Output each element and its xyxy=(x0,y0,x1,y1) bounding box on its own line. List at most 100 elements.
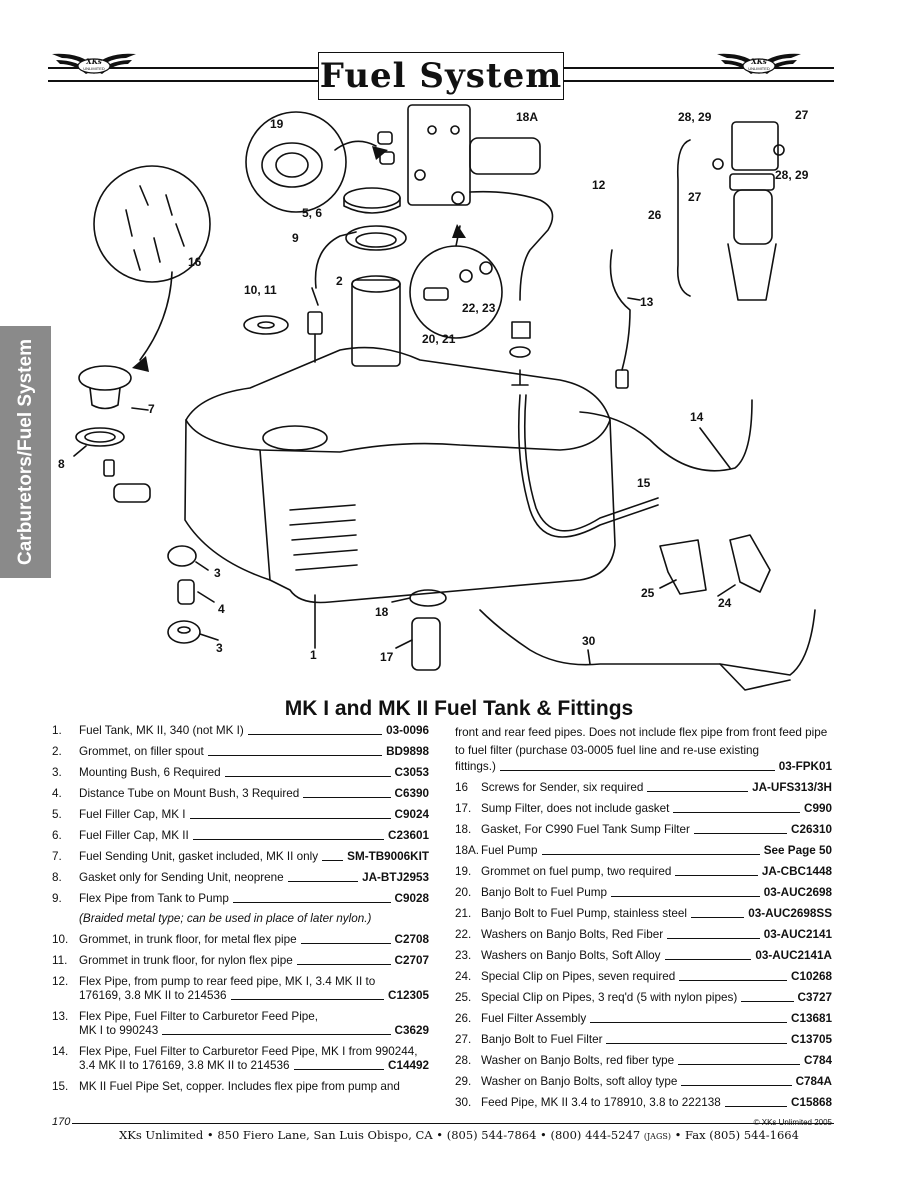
item-number: 22. xyxy=(455,928,472,941)
item-description: Washer on Banjo Bolts, red fiber type xyxy=(481,1054,675,1067)
callout-label: 25 xyxy=(641,586,655,600)
item-15-continued: front and rear feed pipes. Does not incl… xyxy=(455,724,832,774)
item-description: Fuel Sending Unit, gasket included, MK I… xyxy=(79,850,319,863)
parts-list-item: 11.Grommet in trunk floor, for nylon fle… xyxy=(52,954,429,968)
item-number: 6. xyxy=(52,829,62,842)
item-number: 19. xyxy=(455,865,472,878)
item-number: 2. xyxy=(52,745,62,758)
item-part-number: C9028 xyxy=(394,892,429,905)
item-number: 20. xyxy=(455,886,472,899)
item-description: Banjo Bolt to Fuel Pump, stainless steel xyxy=(481,907,687,920)
parts-list-item: 29. Washer on Banjo Bolts, soft alloy typ… xyxy=(455,1075,832,1089)
footer-address-jags: (JAGS) xyxy=(643,1132,671,1141)
item-part-number: C23601 xyxy=(388,829,429,842)
item-number: 16 xyxy=(455,781,469,794)
item-description: Sump Filter, does not include gasket xyxy=(481,802,670,815)
callout-label: 18A xyxy=(516,110,539,124)
parts-list-item: 24.Special Clip on Pipes, seven required… xyxy=(455,970,832,984)
callout-label: 19 xyxy=(270,117,284,131)
item-number: 5. xyxy=(52,808,62,821)
item-part-number: 03-0096 xyxy=(386,724,429,737)
callout-label: 28, 29 xyxy=(775,168,809,182)
footer-rule xyxy=(72,1123,834,1124)
item-number: 11. xyxy=(52,954,68,967)
item-description: Fuel Tank, MK II, 340 (not MK I) xyxy=(79,724,244,737)
item-part-number: C26310 xyxy=(791,823,832,836)
item-description: Screws for Sender, six required xyxy=(481,781,644,794)
item-number: 29. xyxy=(455,1075,472,1088)
fuel-system-diagram xyxy=(73,104,816,691)
callout-label: 27 xyxy=(688,190,702,204)
item-description: Washers on Banjo Bolts, Red Fiber xyxy=(481,928,664,941)
footer-address: XKs Unlimited • 850 Fiero Lane, San Luis… xyxy=(0,1128,918,1142)
item-part-number: C784 xyxy=(804,1054,832,1067)
callout-label: 2 xyxy=(336,274,343,288)
section-side-tab: Carburetors/Fuel System xyxy=(0,326,51,578)
callout-label: 3 xyxy=(216,641,223,655)
callout-label: 5, 6 xyxy=(302,206,323,220)
parts-list-item: 30.Feed Pipe, MK II 3.4 to 178910, 3.8 t… xyxy=(455,1096,832,1110)
item-description: Fuel Filter Assembly xyxy=(481,1012,587,1025)
callout-label: 24 xyxy=(718,596,732,610)
item-part-number: C2708 xyxy=(394,933,429,946)
item-description-line1: Flex Pipe, Fuel Filter to Carburetor Fee… xyxy=(79,1045,418,1058)
item-15-continued-last: fittings.) xyxy=(455,760,496,773)
callout-label: 3 xyxy=(214,566,221,580)
parts-list-item: 10.Grommet, in trunk floor, for metal fl… xyxy=(52,933,429,947)
item-description: Grommet on fuel pump, two required xyxy=(481,865,672,878)
xks-logo-left: XKs UNLIMITED xyxy=(52,53,136,74)
svg-text:UNLIMITED: UNLIMITED xyxy=(748,66,770,71)
parts-list-item: 4.Distance Tube on Mount Bush, 3 Require… xyxy=(52,787,429,801)
callout-label: 12 xyxy=(592,178,606,192)
item-part-number: C12305 xyxy=(388,989,429,1002)
item-part-number: C2707 xyxy=(394,954,429,967)
item-number: 24. xyxy=(455,970,472,983)
callout-label: 9 xyxy=(292,231,299,245)
callout-label: 26 xyxy=(648,208,662,222)
callout-label: 13 xyxy=(640,295,654,309)
item-number: 9. xyxy=(52,892,62,905)
callout-label: 4 xyxy=(218,602,225,616)
item-description: Banjo Bolt to Fuel Pump xyxy=(481,886,608,899)
item-description: Washer on Banjo Bolts, soft alloy type xyxy=(481,1075,678,1088)
item-description: 3.4 MK II to 176169, 3.8 MK II to 214536 xyxy=(79,1059,290,1072)
parts-list-item: 25.Special Clip on Pipes, 3 req'd (5 wit… xyxy=(455,991,832,1005)
callout-label: 10, 11 xyxy=(244,283,277,297)
callout-label: 18 xyxy=(375,605,389,619)
item-part-number: 03-AUC2141 xyxy=(763,928,832,941)
parts-list-item: 17. Sump Filter, does not include gasket C… xyxy=(455,802,832,816)
parts-list-item: 8.Gasket only for Sending Unit, neoprene… xyxy=(52,871,429,885)
svg-text:XKs: XKs xyxy=(750,57,767,66)
callout-label: 7 xyxy=(148,402,155,416)
item-number: 12. xyxy=(52,975,69,988)
item-number: 10. xyxy=(52,933,69,946)
item-part-number: C13681 xyxy=(791,1012,832,1025)
xks-logo-right: XKs UNLIMITED xyxy=(717,53,801,74)
item-part-number: C3727 xyxy=(797,991,832,1004)
page-title-box: Fuel System xyxy=(318,52,564,100)
parts-list-item: 19. Grommet on fuel pump, two required JA-… xyxy=(455,865,832,879)
item-number: 14. xyxy=(52,1045,69,1058)
item-part-number: BD9898 xyxy=(386,745,429,758)
item-description: Fuel Pump xyxy=(481,844,538,857)
item-part-number: C990 xyxy=(804,802,832,815)
item-number: 7. xyxy=(52,850,62,863)
parts-list-item: 7. Fuel Sending Unit, gasket included, MK… xyxy=(52,850,429,864)
fuel-pump-drawing xyxy=(407,104,471,206)
item-number: 30. xyxy=(455,1096,472,1109)
item-number: 25. xyxy=(455,991,472,1004)
item-number: 17. xyxy=(455,802,472,815)
item-part-number: SM-TB9006KIT xyxy=(347,850,429,863)
callout-label: 27 xyxy=(795,108,809,122)
item-number: 27. xyxy=(455,1033,472,1046)
item-part-number: See Page 50 xyxy=(763,844,832,857)
parts-list-left: 1.Fuel Tank, MK II, 340 (not MK I)03-009… xyxy=(52,724,429,1101)
page-number: 170 xyxy=(52,1116,71,1128)
item-description: Banjo Bolt to Fuel Filter xyxy=(481,1033,603,1046)
item-part-number: JA-CBC1448 xyxy=(761,865,832,878)
parts-list-item: 1.Fuel Tank, MK II, 340 (not MK I)03-009… xyxy=(52,724,429,738)
item-description: Washers on Banjo Bolts, Soft Alloy xyxy=(481,949,661,962)
